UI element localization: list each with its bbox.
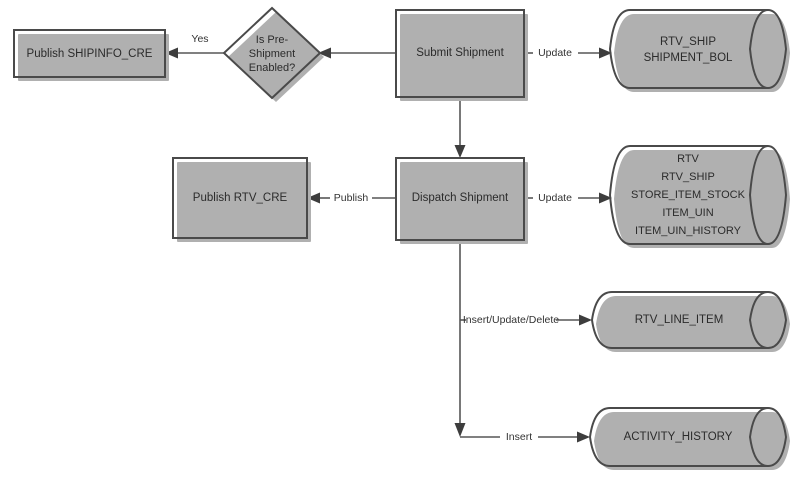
node-label-publish-rtv-cre: Publish RTV_CRE [193, 192, 288, 204]
node-label-rtv-ship-line1: RTV_SHIP [660, 36, 716, 48]
edge-label-insert: Insert [506, 431, 532, 443]
edge-submit-to-decision [318, 47, 396, 59]
edge-dispatch-to-rtv-line-item [460, 314, 592, 326]
node-label-dispatch-shipment: Dispatch Shipment [412, 192, 509, 204]
edge-label-insert-update-delete: Insert/Update/Delete [463, 314, 559, 326]
node-activity-history-store: ACTIVITY_HISTORY [588, 407, 790, 470]
edge-label-publish: Publish [334, 192, 369, 204]
edge-label-yes: Yes [191, 33, 208, 45]
edge-label-update-submit: Update [538, 47, 572, 59]
node-rtv-line-item-store: RTV_LINE_ITEM [590, 291, 790, 352]
edge-dispatch-to-publish-rtv-cre [307, 192, 396, 204]
node-label-rtv-multi-line1: RTV [677, 153, 699, 165]
node-label-rtv-multi-line4: ITEM_UIN [662, 207, 713, 219]
node-label-rtv-line-item: RTV_LINE_ITEM [635, 314, 724, 326]
node-submit-shipment: Submit Shipment [395, 9, 528, 101]
node-label-rtv-multi-line3: STORE_ITEM_STOCK [631, 189, 746, 201]
node-pre-shipment-decision: Is Pre- Shipment Enabled? [222, 6, 324, 102]
edge-submit-to-dispatch [454, 97, 466, 158]
node-rtv-ship-shipment-bol-store: RTV_SHIP SHIPMENT_BOL [608, 9, 790, 92]
node-label-decision-line3: Enabled? [249, 62, 296, 74]
edge-decision-to-publish-shipinfo [165, 47, 224, 59]
node-publish-rtv-cre: Publish RTV_CRE [172, 157, 311, 242]
node-label-rtv-multi-line2: RTV_SHIP [661, 171, 715, 183]
node-label-publish-shipinfo-cre: Publish SHIPINFO_CRE [27, 48, 153, 60]
node-label-decision-line2: Shipment [249, 48, 295, 60]
node-label-decision-line1: Is Pre- [256, 34, 289, 46]
edge-label-update-dispatch: Update [538, 192, 572, 204]
node-dispatch-shipment: Dispatch Shipment [395, 157, 528, 244]
node-publish-shipinfo-cre: Publish SHIPINFO_CRE [13, 29, 169, 81]
node-rtv-multi-store: RTV RTV_SHIP STORE_ITEM_STOCK ITEM_UIN I… [608, 145, 790, 248]
node-label-activity-history: ACTIVITY_HISTORY [624, 431, 733, 443]
node-label-submit-shipment: Submit Shipment [416, 47, 504, 59]
edge-dispatch-trunk [454, 240, 466, 437]
node-label-rtv-ship-line2: SHIPMENT_BOL [644, 52, 733, 64]
edge-dispatch-to-activity-history [460, 431, 590, 443]
node-label-rtv-multi-line5: ITEM_UIN_HISTORY [635, 225, 742, 237]
